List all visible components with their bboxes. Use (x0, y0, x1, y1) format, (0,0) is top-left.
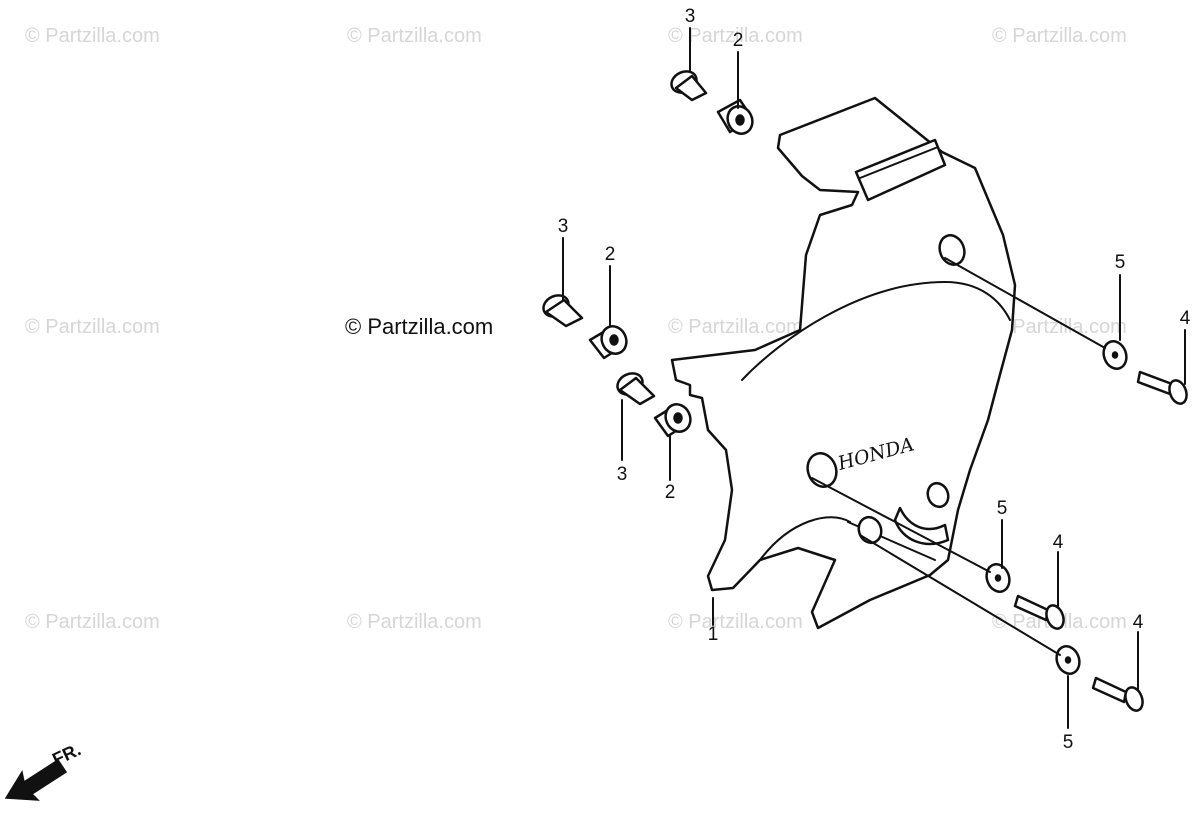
leader-lines (562, 27, 1186, 729)
grommets (588, 98, 754, 438)
watermark: © Partzilla.com (668, 25, 803, 47)
callout-4: 4 (1133, 612, 1144, 633)
collar (616, 372, 656, 406)
grommet (653, 403, 692, 438)
callout-2: 2 (733, 30, 744, 51)
watermark: © Partzilla.com (25, 316, 160, 338)
watermark: © Partzilla.com (992, 316, 1127, 338)
callout-1: 1 (708, 624, 719, 645)
left-cover: HONDA (670, 96, 1017, 630)
callout-3: 3 (685, 6, 696, 27)
arrow-icon (4, 758, 68, 801)
bolt (1136, 370, 1188, 405)
callout-5: 5 (997, 498, 1008, 519)
bolts (1013, 370, 1188, 712)
callout-5: 5 (1115, 252, 1126, 273)
watermark: © Partzilla.com (992, 25, 1127, 47)
watermark: © Partzilla.com (347, 611, 482, 633)
callout-5: 5 (1063, 732, 1074, 753)
callout-labels: 3 2 3 2 3 2 1 5 4 5 4 4 5 (558, 6, 1191, 753)
callout-3: 3 (558, 216, 569, 237)
callout-2: 2 (665, 482, 676, 503)
collar (542, 294, 584, 328)
collars (542, 70, 708, 406)
watermark: © Partzilla.com (347, 25, 482, 47)
callout-2: 2 (605, 244, 616, 265)
front-arrow: FR. (4, 739, 84, 801)
bolt (1013, 594, 1065, 630)
watermark: © Partzilla.com (668, 316, 803, 338)
copyright-label: © Partzilla.com (345, 314, 493, 339)
washers (985, 340, 1128, 675)
watermark: © Partzilla.com (25, 611, 160, 633)
callout-3: 3 (617, 464, 628, 485)
watermarks: © Partzilla.com © Partzilla.com © Partzi… (25, 25, 1127, 633)
callout-4: 4 (1053, 532, 1064, 553)
assembly-lines (811, 257, 1106, 656)
watermark: © Partzilla.com (25, 25, 160, 47)
grommet (716, 98, 754, 135)
watermark: © Partzilla.com (668, 611, 803, 633)
collar (670, 70, 708, 102)
callout-4: 4 (1180, 308, 1191, 329)
grommet (588, 325, 628, 360)
bolt (1091, 676, 1144, 712)
